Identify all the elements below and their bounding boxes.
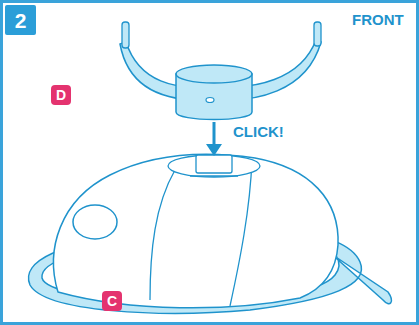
base-seam <box>150 170 175 300</box>
part-d-peg <box>122 22 129 48</box>
base-button <box>73 205 117 239</box>
part-letter: C <box>102 291 122 311</box>
base-body <box>54 154 339 307</box>
step-number: 2 <box>5 5 36 35</box>
part-letter: D <box>51 85 71 105</box>
click-callout: CLICK! <box>231 123 286 140</box>
base-socket <box>168 155 260 177</box>
clip <box>196 155 232 173</box>
base-seam <box>230 160 252 306</box>
view-label: FRONT <box>352 12 404 27</box>
push-arrowhead <box>206 144 222 156</box>
clip-edge <box>190 175 238 176</box>
part-d-hub-top <box>176 65 252 83</box>
part-d-slot <box>206 98 214 103</box>
part-d-peg <box>314 22 321 46</box>
